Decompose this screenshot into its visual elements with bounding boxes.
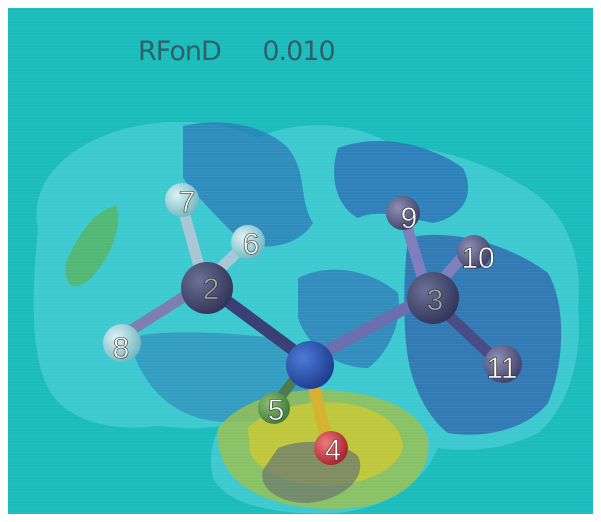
atom-8-hydrogen	[103, 324, 141, 362]
property-name: RFonD	[138, 36, 222, 67]
atom-label: 9	[401, 202, 418, 235]
molecular-surface-render: 2 3 4 5 6 7 8 9 10 11	[8, 8, 593, 514]
atom-3-carbon	[407, 272, 459, 324]
atom-7-hydrogen	[165, 183, 199, 217]
surface-property-header: RFonD 0.010	[138, 36, 336, 67]
atom-label: 8	[113, 332, 130, 365]
atoms	[103, 183, 522, 465]
atom-5-hydrogen	[258, 392, 290, 424]
isovalue: 0.010	[262, 36, 335, 67]
atom-label: 4	[325, 434, 342, 467]
atom-11-hydrogen	[484, 345, 522, 383]
atom-labels: 2 3 4 5 6 7 8 9 10 11	[112, 186, 518, 468]
atom-label: 7	[179, 186, 196, 219]
atom-label: 10	[461, 242, 494, 275]
atom-10-hydrogen	[457, 235, 491, 269]
atom-label: 3	[427, 284, 444, 317]
atom-label: 5	[268, 394, 285, 427]
atom-6-hydrogen	[231, 225, 265, 259]
atom-4-oxygen	[314, 431, 348, 465]
atom-label: 2	[203, 273, 220, 306]
atom-label: 11	[486, 352, 517, 385]
atom-2-carbon	[181, 262, 233, 314]
molecule-viewport[interactable]: 2 3 4 5 6 7 8 9 10 11 RFonD 0.010	[8, 8, 593, 514]
isosurface	[8, 8, 593, 514]
atom-label: 6	[243, 228, 260, 261]
atom-1-nitrogen	[286, 341, 334, 389]
atom-9-hydrogen	[386, 196, 420, 230]
